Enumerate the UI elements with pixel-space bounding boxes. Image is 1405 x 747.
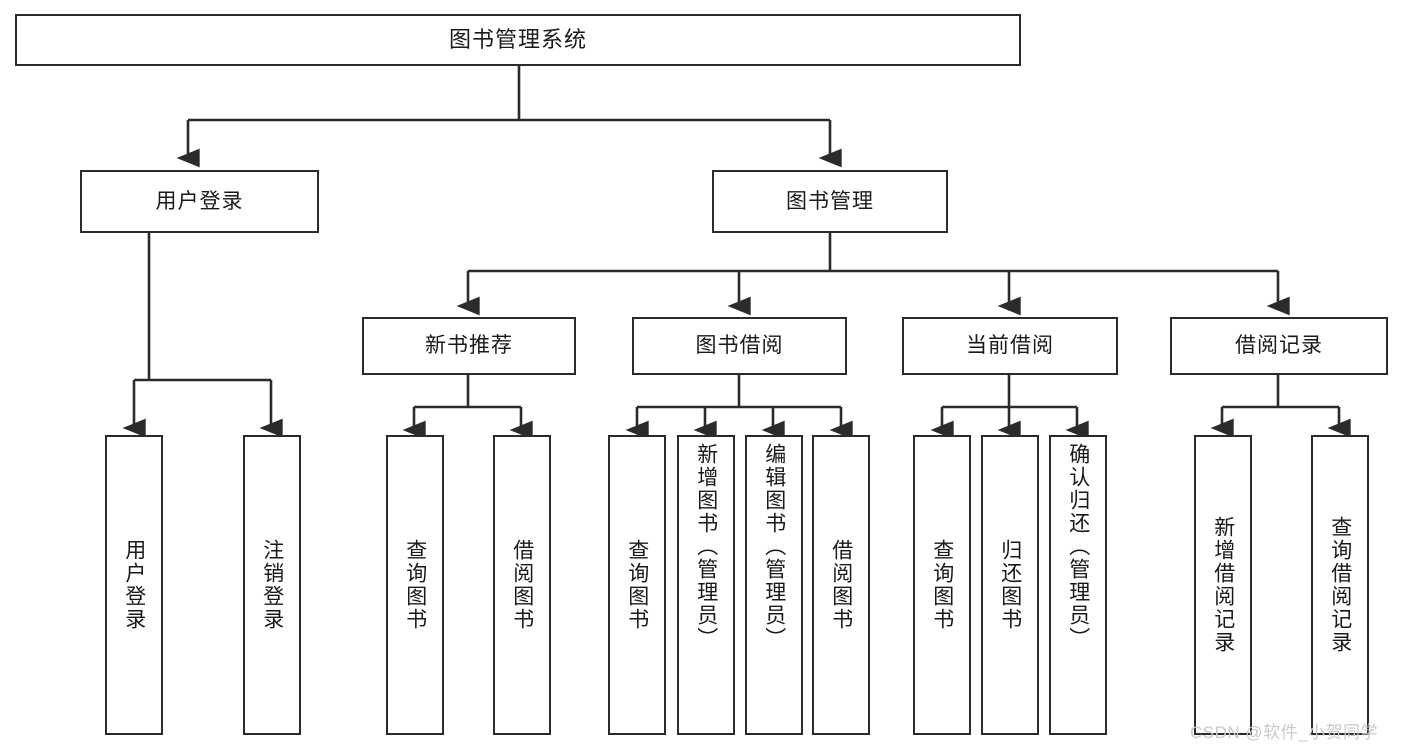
node-new-book-recommend[interactable]: 新书推荐	[362, 317, 576, 375]
node-label: 查询借阅记录	[1328, 516, 1352, 654]
node-label: 编辑图书（管理员）	[762, 443, 786, 650]
node-root-book-management-system[interactable]: 图书管理系统	[15, 14, 1021, 66]
leaf-book-borrow-borrow-book[interactable]: 借阅图书	[812, 435, 870, 735]
node-borrow-record[interactable]: 借阅记录	[1170, 317, 1388, 375]
node-label: 确认归还（管理员）	[1066, 443, 1090, 650]
leaf-book-borrow-add-book-admin[interactable]: 新增图书（管理员）	[677, 435, 735, 735]
leaf-current-borrow-confirm-return-admin[interactable]: 确认归还（管理员）	[1049, 435, 1107, 735]
node-label: 图书管理系统	[448, 26, 587, 52]
node-label: 新增图书（管理员）	[694, 443, 718, 650]
leaf-user-login-logout[interactable]: 注销登录	[243, 435, 301, 735]
node-label: 归还图书	[998, 539, 1022, 631]
leaf-new-book-query-book[interactable]: 查询图书	[386, 435, 444, 735]
node-current-borrow[interactable]: 当前借阅	[902, 317, 1118, 375]
leaf-book-borrow-edit-book-admin[interactable]: 编辑图书（管理员）	[745, 435, 803, 735]
node-label: 查询图书	[403, 539, 427, 631]
node-label: 查询图书	[930, 539, 954, 631]
node-label: 注销登录	[260, 539, 284, 631]
node-user-login[interactable]: 用户登录	[80, 170, 319, 233]
node-label: 用户登录	[155, 189, 244, 213]
leaf-book-borrow-query-book[interactable]: 查询图书	[608, 435, 666, 735]
node-label: 新增借阅记录	[1211, 516, 1235, 654]
node-label: 图书借阅	[695, 334, 784, 358]
leaf-new-book-borrow-book[interactable]: 借阅图书	[493, 435, 551, 735]
leaf-user-login-login[interactable]: 用户登录	[105, 435, 163, 735]
leaf-borrow-record-add-record[interactable]: 新增借阅记录	[1194, 435, 1252, 735]
leaf-current-borrow-return-book[interactable]: 归还图书	[981, 435, 1039, 735]
node-label: 借阅记录	[1235, 334, 1323, 358]
node-label: 图书管理	[786, 189, 874, 213]
node-label: 新书推荐	[425, 334, 513, 358]
node-label: 查询图书	[625, 539, 649, 631]
node-book-management[interactable]: 图书管理	[712, 170, 948, 233]
node-label: 借阅图书	[829, 539, 853, 631]
node-label: 借阅图书	[510, 539, 534, 631]
leaf-current-borrow-query-book[interactable]: 查询图书	[913, 435, 971, 735]
node-label: 用户登录	[122, 539, 146, 631]
node-book-borrow[interactable]: 图书借阅	[632, 317, 847, 375]
node-label: 当前借阅	[966, 334, 1054, 358]
leaf-borrow-record-query-record[interactable]: 查询借阅记录	[1311, 435, 1369, 735]
